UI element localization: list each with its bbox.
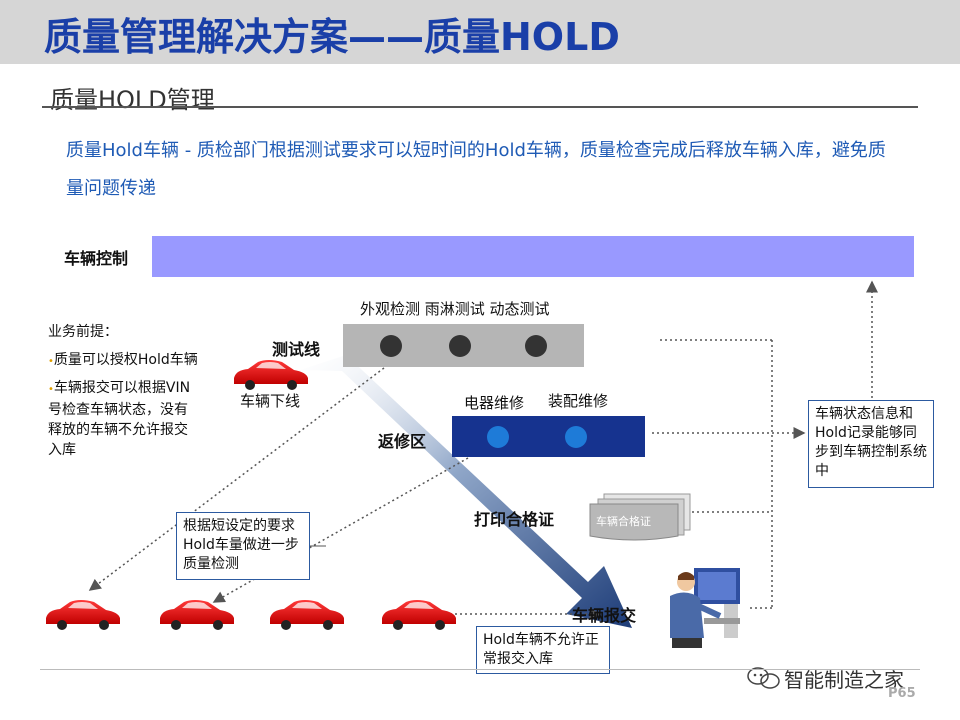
car-icon	[270, 600, 344, 630]
repair-assembly-label: 装配维修	[548, 392, 609, 410]
station-rain-dot	[449, 335, 471, 357]
station-dynamic-dot	[525, 335, 547, 357]
vehicle-control-label: 车辆控制	[64, 249, 129, 268]
footer-divider	[40, 669, 920, 670]
page-number: P65	[888, 686, 916, 701]
hold-check-note: 根据短设定的要求Hold车量做进一步质量检测	[176, 512, 310, 580]
repair-area-box	[452, 416, 645, 457]
business-premise: 业务前提： •质量可以授权Hold车辆 •车辆报交可以根据VIN号检查车辆状态，…	[48, 322, 198, 466]
vehicle-control-bar	[152, 236, 914, 277]
repair-area-label: 返修区	[378, 432, 427, 451]
repair-electrical-label: 电器维修	[464, 394, 525, 412]
watermark-text: 智能制造之家	[784, 668, 904, 692]
certificate-document-icon	[589, 493, 691, 541]
worker-at-computer-icon	[670, 568, 740, 648]
title-bar	[0, 0, 960, 64]
repair-assembly-dot	[565, 426, 587, 448]
link-repair-to-cars	[212, 457, 469, 603]
offline-label: 车辆下线	[240, 392, 301, 410]
section-subtitle: 质量HOLD管理	[50, 86, 215, 114]
certificate-doc-label: 车辆合格证	[596, 515, 651, 528]
hold-block-note: Hold车辆不允许正常报交入库	[476, 626, 610, 674]
premise-title: 业务前提：	[48, 324, 118, 340]
premise-item: •车辆报交可以根据VIN号检查车辆状态，没有释放的车辆不允许报交入库	[48, 380, 191, 458]
vehicle-submit-label: 车辆报交	[572, 606, 637, 625]
premise-item: •质量可以授权Hold车辆	[48, 352, 198, 368]
car-icon	[160, 600, 234, 630]
repair-electrical-dot	[487, 426, 509, 448]
print-certificate-label: 打印合格证	[474, 510, 555, 529]
status-sync-note: 车辆状态信息和Hold记录能够同步到车辆控制系统中	[808, 400, 934, 488]
test-line-label: 测试线	[272, 340, 321, 359]
bullet-icon: •	[48, 384, 54, 395]
station-appearance-dot	[380, 335, 402, 357]
subtitle-divider	[42, 106, 918, 108]
wechat-logo-icon	[747, 667, 780, 689]
car-icon	[234, 360, 308, 390]
car-icon	[382, 600, 456, 630]
car-icon	[46, 600, 120, 630]
bullet-icon: •	[48, 356, 54, 367]
intro-text: 质量Hold车辆 - 质检部门根据测试要求可以短时间的Hold车辆，质量检查完成…	[66, 140, 886, 199]
test-stations-header: 外观检测 雨淋测试 动态测试	[360, 300, 550, 318]
page-title: 质量管理解决方案——质量HOLD	[44, 15, 620, 59]
link-test-to-cars	[88, 367, 385, 591]
process-flow-arrow	[300, 355, 632, 628]
